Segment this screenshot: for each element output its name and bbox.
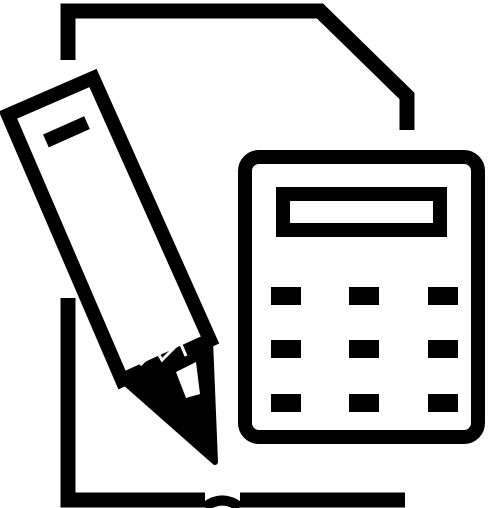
calculator-key [349, 394, 379, 412]
pencil [0, 68, 220, 465]
calculator-display [276, 187, 447, 237]
calculator-key [271, 340, 301, 358]
calculator-key [428, 287, 458, 305]
calculator-key [428, 394, 458, 412]
document-page-outline [60, 3, 415, 508]
calculator [238, 150, 485, 444]
pencil-tip-highlight [176, 362, 200, 398]
pencil-cap-band [43, 116, 90, 148]
calculator-key [349, 340, 379, 358]
calculator-key [271, 394, 301, 412]
calculator-key [428, 340, 458, 358]
calculator-key [349, 287, 379, 305]
calculator-key [271, 287, 301, 305]
